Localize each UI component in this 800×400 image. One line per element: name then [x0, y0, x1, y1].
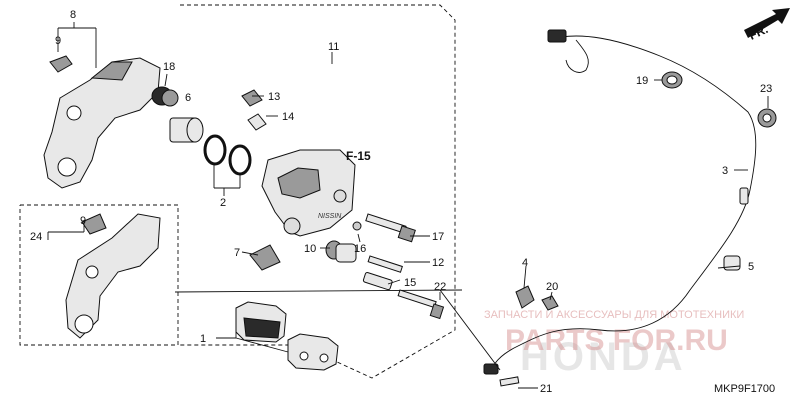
stay-screw	[541, 295, 559, 311]
callout-8: 8	[70, 9, 76, 21]
caliper-body: NISSIN	[261, 149, 356, 237]
callout-13: 13	[268, 91, 280, 103]
bracket-subframe	[19, 204, 179, 346]
callout-3: 3	[722, 165, 728, 177]
callout-14: 14	[282, 111, 294, 123]
callout-23: 23	[760, 83, 772, 95]
callout-10: 10	[304, 243, 316, 255]
ref-label-f15: F-15	[346, 149, 371, 163]
callout-9-upper: 9	[55, 35, 61, 47]
callout-11: 11	[328, 41, 339, 53]
callout-17: 17	[432, 231, 444, 243]
callout-7: 7	[234, 247, 240, 259]
dust-seal	[228, 144, 252, 176]
callout-9-lower: 9	[80, 215, 86, 227]
wire-sleeve	[739, 187, 749, 205]
callout-labels: 8 9 18 6 2 13 14 11 F-15 7 16 17 10 12 1…	[30, 9, 772, 395]
wire-guide	[723, 255, 741, 271]
callout-21: 21	[540, 383, 552, 395]
watermark-site: PARTS FOR.RU	[505, 324, 728, 357]
callout-15: 15	[404, 277, 416, 289]
callout-4: 4	[522, 257, 528, 269]
callout-6: 6	[185, 92, 191, 104]
callout-2: 2	[220, 197, 226, 209]
wire-grommet	[757, 108, 777, 128]
frame-divider	[174, 289, 463, 293]
pad-spring	[249, 244, 281, 271]
watermark-honda: HONDA	[520, 335, 687, 379]
piston	[169, 117, 204, 143]
pad-clip-alt	[81, 213, 107, 235]
sensor-wire	[489, 35, 757, 373]
front-arrow: FR.	[744, 8, 790, 43]
callout-5: 5	[748, 261, 754, 273]
caliper-brand-text: NISSIN	[318, 213, 342, 220]
callout-1: 1	[200, 333, 206, 345]
slide-pin-long	[365, 213, 416, 243]
callout-18: 18	[163, 61, 175, 73]
callout-12: 12	[432, 257, 444, 269]
sleeve	[362, 272, 393, 291]
caliper-bracket-alt	[65, 213, 161, 339]
abs-sensor	[483, 363, 520, 387]
leader-lines	[47, 22, 769, 389]
caliper-bolt	[397, 289, 445, 320]
brake-pad-set	[235, 301, 339, 371]
watermark-tagline: ЗАПЧАСТИ И АКСЕССУАРЫ ДЛЯ МОТОТЕХНИКИ	[484, 309, 744, 321]
pad-clip-upper	[49, 55, 73, 73]
callout-16: 16	[354, 243, 366, 255]
wire-loop	[565, 39, 589, 73]
pin-boot	[151, 86, 179, 107]
callout-22: 22	[434, 281, 446, 293]
sensor-stay	[515, 285, 535, 309]
diagram-code: MKP9F1700	[714, 383, 775, 395]
bleeder-cap	[241, 89, 263, 107]
caliper-bracket	[43, 57, 161, 189]
slide-pin-short	[367, 255, 403, 273]
callout-19: 19	[636, 75, 648, 87]
bleeder-valve	[247, 113, 267, 131]
callout-24: 24	[30, 231, 42, 243]
piston-seal	[203, 134, 227, 166]
callout-20: 20	[546, 281, 558, 293]
pin-seal-ring	[352, 221, 362, 231]
slide-boot	[325, 240, 357, 263]
wire-connector	[547, 29, 567, 43]
wire-clamp	[661, 71, 683, 89]
